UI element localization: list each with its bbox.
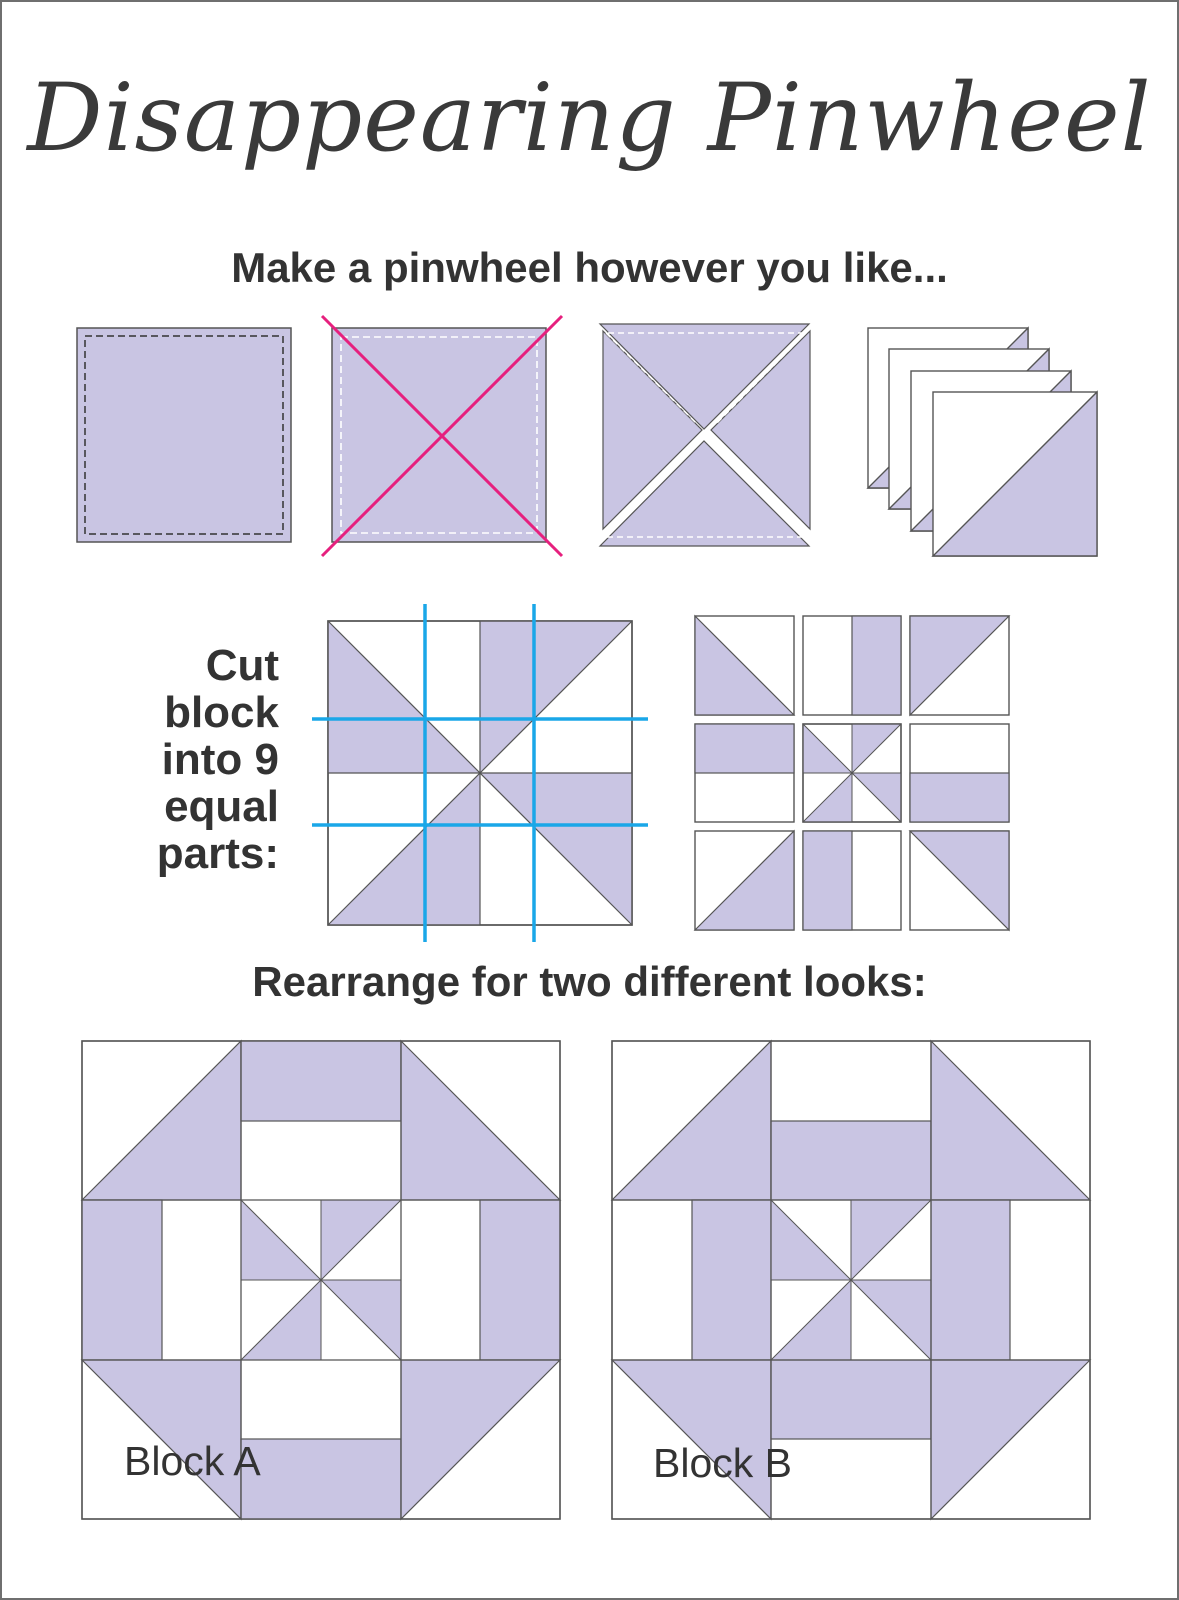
step1-fabric-square bbox=[76, 327, 292, 543]
cut-instructions: Cut block into 9 equal parts: bbox=[157, 642, 279, 877]
cut-line-5: parts: bbox=[156, 829, 279, 878]
block-b-label: Block B bbox=[653, 1440, 792, 1486]
step1-cut-diagonals bbox=[320, 314, 564, 558]
block-b bbox=[610, 1039, 1092, 1521]
cut-line-3: into 9 bbox=[161, 735, 279, 784]
cut-line-1: Cut bbox=[205, 641, 279, 690]
piece-top-middle bbox=[802, 615, 902, 716]
step1-heading: Make a pinwheel however you like... bbox=[231, 244, 948, 291]
block-a bbox=[80, 1039, 562, 1521]
block-b-center-pinwheel bbox=[770, 1199, 932, 1361]
cut-line-2: block bbox=[164, 688, 279, 737]
piece-middle-right bbox=[909, 723, 1010, 823]
block-a-label: Block A bbox=[124, 1438, 261, 1484]
page-title: Disappearing Pinwheel bbox=[27, 64, 1152, 173]
cut-grid-lines bbox=[312, 604, 648, 942]
piece-bottom-middle bbox=[802, 830, 902, 931]
cut-line-4: equal bbox=[164, 782, 279, 831]
piece-top-right bbox=[909, 615, 1011, 717]
piece-middle-left bbox=[694, 723, 795, 823]
piece-bottom-right bbox=[908, 830, 1010, 932]
piece-center-pinwheel bbox=[802, 723, 902, 823]
step1-four-triangles bbox=[598, 323, 811, 547]
piece-top-left bbox=[694, 614, 796, 716]
step3-heading: Rearrange for two different looks: bbox=[252, 958, 927, 1005]
pinwheel-block bbox=[327, 620, 633, 926]
block-a-center-pinwheel bbox=[240, 1199, 402, 1361]
nine-pieces bbox=[693, 614, 1011, 932]
piece-bottom-left bbox=[693, 829, 795, 931]
step1-half-square-triangles bbox=[866, 326, 1098, 557]
